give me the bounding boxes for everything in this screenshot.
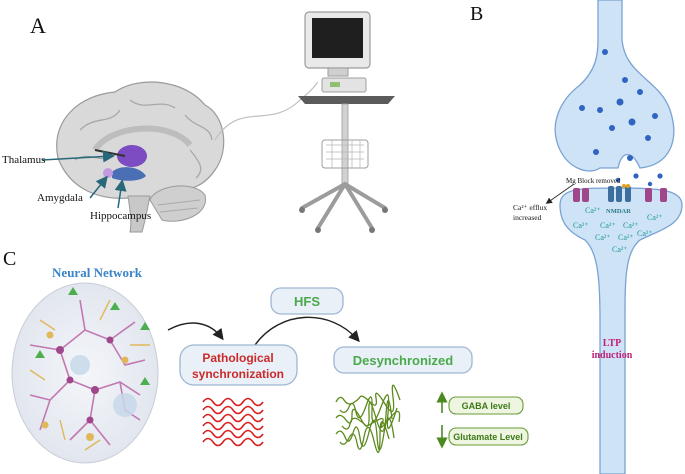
ltp-label-line1: LTP: [603, 338, 622, 349]
ca-ion: Ca²⁺: [618, 233, 634, 242]
hippocampus-pointer: [114, 179, 127, 209]
thalamus-region: [117, 145, 147, 167]
ca-ion: Ca²⁺: [600, 221, 616, 230]
neural-network-illustration: [11, 282, 159, 464]
ca-ion: Ca²⁺: [573, 221, 589, 230]
gaba-label: GABA level: [462, 401, 511, 411]
glutamate-box: [448, 427, 529, 446]
desynchronized-box: [333, 346, 473, 374]
flow-arrow: [167, 322, 224, 341]
hfs-box: [270, 287, 344, 315]
calcium-ions: Ca²⁺ Ca²⁺ Ca²⁺ Ca²⁺ Ca²⁺ Ca²⁺ Ca²⁺ Ca²⁺ …: [573, 206, 663, 254]
thalamus-label: Thalamus: [2, 154, 45, 166]
mg-block-label: Mg Block removed: [566, 177, 621, 185]
synapse-illustration: [554, 0, 683, 474]
pathological-box: [179, 344, 298, 386]
mg-block-arrow: [545, 183, 575, 204]
gaba-box: [448, 396, 524, 415]
nmdar-label: NMDAR: [606, 208, 631, 215]
hfs-label: HFS: [294, 294, 320, 309]
pathological-label-line1: Pathological: [202, 351, 273, 365]
hfs-arrow: [254, 316, 360, 346]
pathological-label-line2: synchronization: [192, 367, 284, 381]
glutamate-label: Glutamate Level: [453, 432, 523, 442]
amygdala-region: [103, 168, 113, 178]
monitoring-device: [298, 11, 395, 233]
hippocampus-label: Hippocampus: [90, 210, 151, 222]
ca-ion: Ca²⁺: [595, 233, 611, 242]
hippocampus-region: [112, 167, 146, 181]
ca-efflux-label-line2: increased: [513, 213, 542, 222]
synchronized-waves: [202, 397, 264, 447]
ca-ion: Ca²⁺: [612, 245, 628, 254]
ca-ion: Ca²⁺: [623, 221, 639, 230]
amygdala-label: Amygdala: [37, 192, 83, 204]
desynchronized-label: Desynchronized: [353, 353, 453, 368]
panel-a-letter: A: [30, 13, 46, 38]
ca-ion: Ca²⁺: [647, 213, 663, 222]
panel-c-letter: C: [3, 248, 16, 270]
panel-b-letter: B: [470, 3, 483, 25]
brain-illustration: [56, 81, 225, 233]
ca-efflux-label-line1: Ca²⁺ efflux: [513, 203, 547, 212]
electrode-cable: [214, 81, 319, 141]
thalamus-pointer: [41, 150, 115, 163]
amygdala-pointer: [89, 175, 108, 199]
ca-ion: Ca²⁺: [637, 229, 653, 238]
desynchronized-waves: [335, 384, 401, 453]
ca-ion: Ca²⁺: [585, 206, 601, 215]
neural-network-title: Neural Network: [52, 265, 143, 280]
ltp-label-line2: induction: [592, 350, 633, 361]
